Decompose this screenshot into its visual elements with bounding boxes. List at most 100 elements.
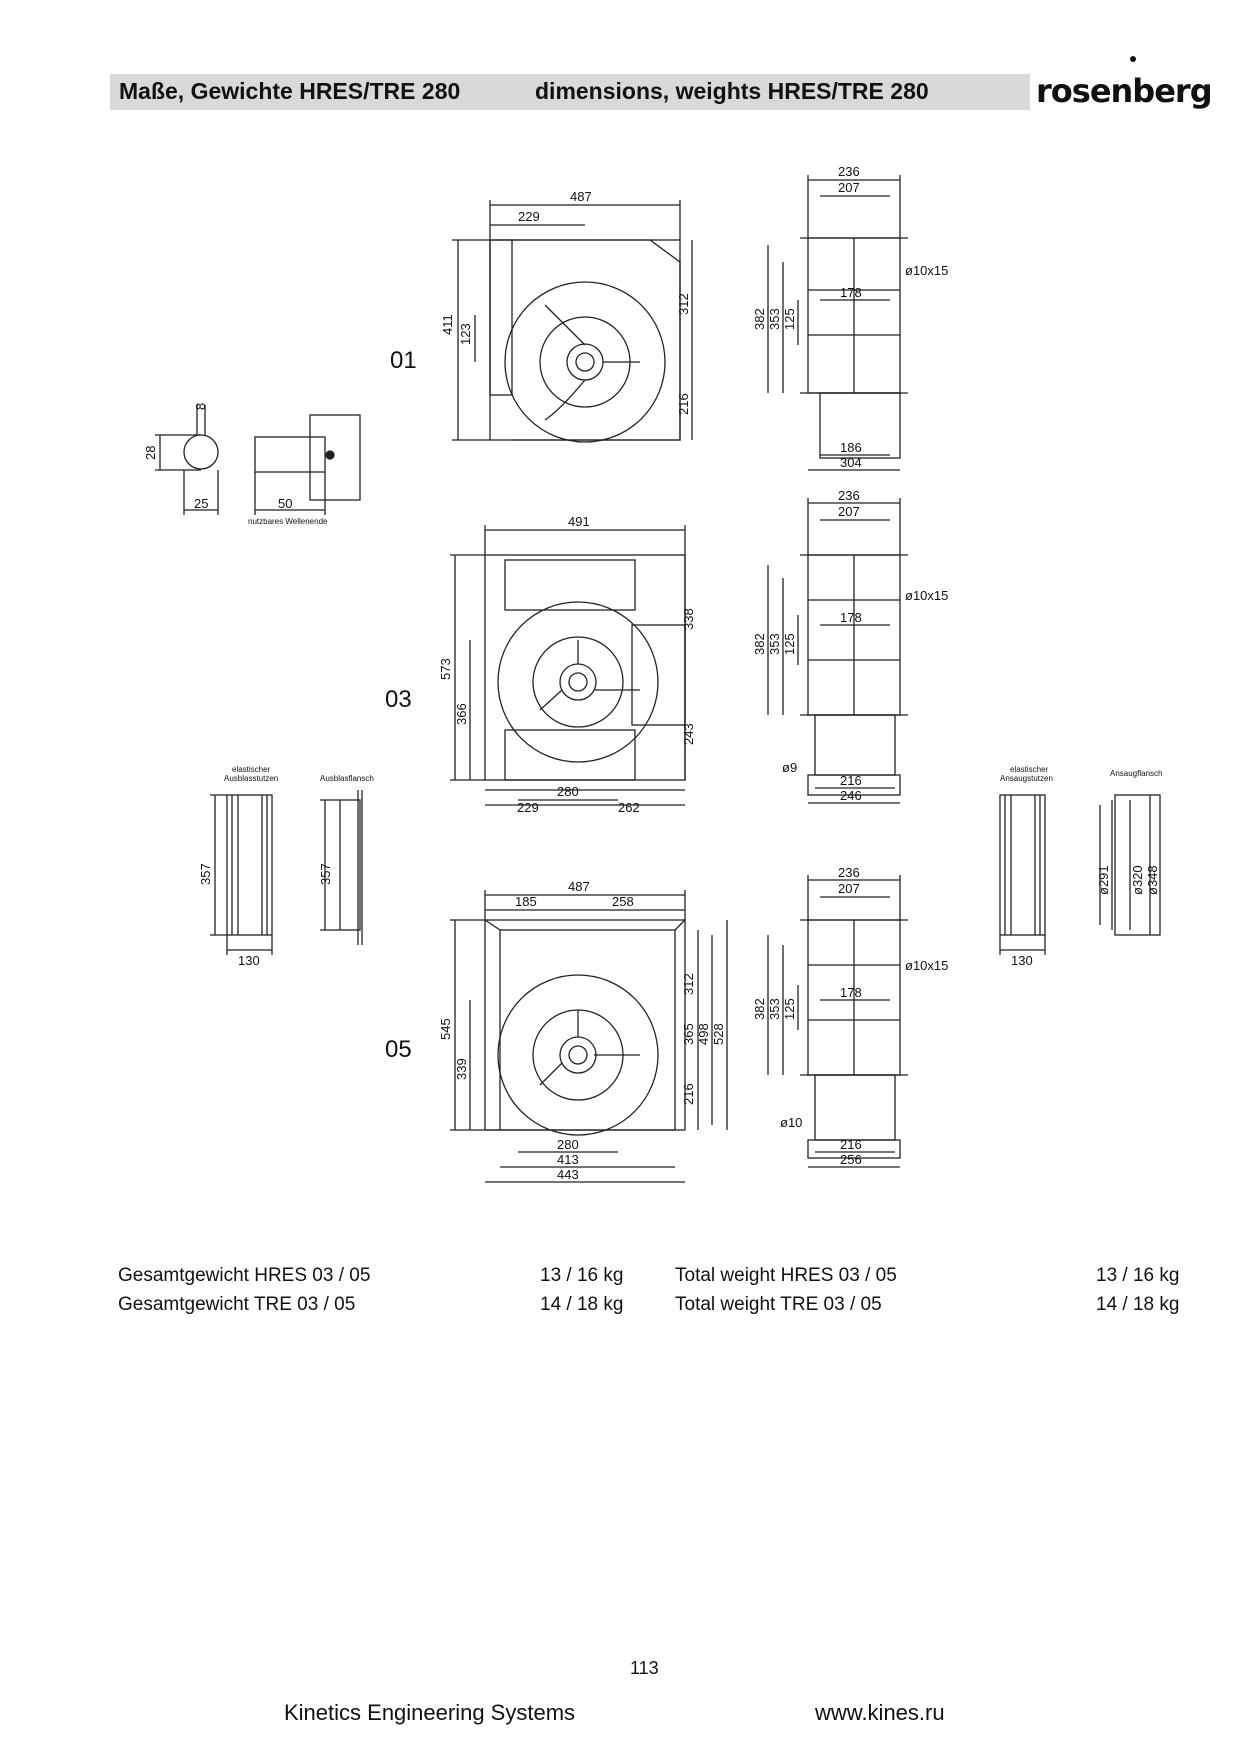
accessory-title: Ausblasstutzen	[224, 774, 278, 783]
brand-logo: rosenberg	[1036, 72, 1213, 110]
variant-05-front-bottom-dims	[485, 1151, 685, 1183]
variant-05-side-view	[767, 875, 908, 1168]
variant-01-side-view	[767, 175, 908, 471]
variant-03-front-dims: 491 573 366 338 243 280 229 262	[438, 514, 696, 815]
variant-01-front-view	[452, 200, 693, 443]
dim-text: 236	[838, 865, 860, 880]
dim-text: 411	[440, 314, 455, 335]
dim-text: 246	[840, 788, 862, 803]
dim-text: 491	[568, 514, 590, 529]
outlet-flange	[320, 790, 363, 945]
variant-05-side-dims: 236 207 382 353 125 178 ø10x15 ø10 216 2…	[752, 865, 948, 1167]
dim-text: 353	[767, 998, 782, 1020]
dim-text: ø10	[780, 1115, 802, 1130]
footer-company: Kinetics Engineering Systems	[284, 1700, 576, 1725]
dim-text: 366	[454, 703, 469, 725]
dim-text: 258	[612, 894, 634, 909]
dim-text: 125	[782, 998, 797, 1020]
dim-text: ø348	[1145, 865, 1160, 895]
dim-text: 280	[557, 784, 579, 799]
dim-text: 229	[518, 209, 540, 224]
dim-text: 130	[1011, 953, 1033, 968]
variant-03-label: 03	[385, 686, 412, 713]
dim-text: 262	[618, 800, 640, 815]
dim-text: 573	[438, 658, 453, 680]
footer-website[interactable]: www.kines.ru	[815, 1700, 945, 1725]
dim-text: 50	[278, 496, 292, 511]
dim-text: ø10x15	[905, 588, 948, 603]
variant-05-front-view	[450, 890, 728, 1136]
weight-value-en-hres: 13 / 16 kg	[1096, 1265, 1180, 1286]
dim-text: 178	[840, 285, 862, 300]
variant-03-side-dims: 236 207 382 353 125 178 ø10x15 ø9 216 24…	[752, 488, 948, 803]
dim-text: 207	[838, 881, 860, 896]
dim-text: 353	[767, 308, 782, 330]
dim-text: 413	[557, 1152, 579, 1167]
dim-text: 487	[570, 189, 592, 204]
dim-text: 125	[782, 633, 797, 655]
dim-text: 216	[676, 393, 691, 415]
dim-text: 339	[454, 1058, 469, 1080]
weight-value-de-tre: 14 / 18 kg	[540, 1294, 624, 1315]
dim-text: 528	[711, 1023, 726, 1045]
dim-text: 207	[838, 504, 860, 519]
dim-text: 130	[238, 953, 260, 968]
weight-label-en-hres: Total weight HRES 03 / 05	[675, 1265, 897, 1286]
weight-label-en-tre: Total weight TRE 03 / 05	[675, 1294, 882, 1315]
dim-text: 304	[840, 455, 862, 470]
accessory-title: elastischer	[232, 765, 271, 774]
accessory-dims: elastischer Ausblasstutzen 357 130 Ausbl…	[198, 765, 1162, 968]
dim-text: 25	[194, 496, 208, 511]
dim-text: 229	[517, 800, 539, 815]
shaft-dims: 8 28 25 50 nutzbares Wellenende	[143, 403, 328, 526]
dim-text: ø291	[1096, 865, 1111, 895]
dim-text: 186	[840, 440, 862, 455]
weight-label-de-hres: Gesamtgewicht HRES 03 / 05	[118, 1265, 371, 1286]
variant-03-front-view	[450, 525, 686, 806]
shaft-detail	[155, 405, 361, 515]
inlet-flex-connector	[999, 794, 1046, 955]
page-title-en: dimensions, weights HRES/TRE 280	[535, 78, 929, 104]
dim-text: 357	[198, 863, 213, 885]
dim-text: ø9	[782, 760, 797, 775]
header-bar	[110, 74, 1030, 110]
variant-01-front-dims: 487 229 411 123 312 216	[440, 189, 691, 415]
logo-dot	[1130, 56, 1136, 62]
dim-text: ø10x15	[905, 958, 948, 973]
variant-05-label: 05	[385, 1036, 412, 1063]
accessory-title: Ansaugstutzen	[1000, 774, 1053, 783]
weight-value-en-tre: 14 / 18 kg	[1096, 1294, 1180, 1315]
variant-03-side-view	[767, 498, 908, 804]
technical-drawing: 01 487 229 411 123 312 216 236 207 382 3…	[143, 164, 1162, 1183]
dim-text: 487	[568, 879, 590, 894]
dim-text: 125	[782, 308, 797, 330]
dim-text: 443	[557, 1167, 579, 1182]
outlet-flex-connector	[210, 794, 273, 955]
accessory-title: Ansaugflansch	[1110, 769, 1162, 778]
weight-label-de-tre: Gesamtgewicht TRE 03 / 05	[118, 1294, 356, 1315]
page-title-de: Maße, Gewichte HRES/TRE 280	[119, 78, 461, 104]
dim-text: 28	[143, 446, 158, 460]
dim-text: 216	[681, 1083, 696, 1105]
dim-text: 280	[557, 1137, 579, 1152]
variant-05-front-dims: 487 185 258 545 339 312 365 498 528 216 …	[438, 879, 726, 1182]
dim-text: 545	[438, 1018, 453, 1040]
dim-text: 243	[681, 723, 696, 745]
dim-text: 312	[681, 973, 696, 995]
dim-text: 8	[193, 403, 208, 410]
dim-text: 236	[838, 164, 860, 179]
dim-text: 312	[676, 293, 691, 315]
dim-text: 216	[840, 773, 862, 788]
dim-text: 357	[318, 863, 333, 885]
dim-text: 207	[838, 180, 860, 195]
shaft-note: nutzbares Wellenende	[248, 517, 328, 526]
dim-text: 382	[752, 633, 767, 655]
dim-text: 236	[838, 488, 860, 503]
dim-text: 123	[458, 323, 473, 345]
weight-value-de-hres: 13 / 16 kg	[540, 1265, 624, 1286]
accessory-title: Ausblasflansch	[320, 774, 374, 783]
dim-text: 185	[515, 894, 537, 909]
dim-text: ø320	[1130, 865, 1145, 895]
variant-01-label: 01	[390, 347, 417, 374]
dim-text: ø10x15	[905, 263, 948, 278]
